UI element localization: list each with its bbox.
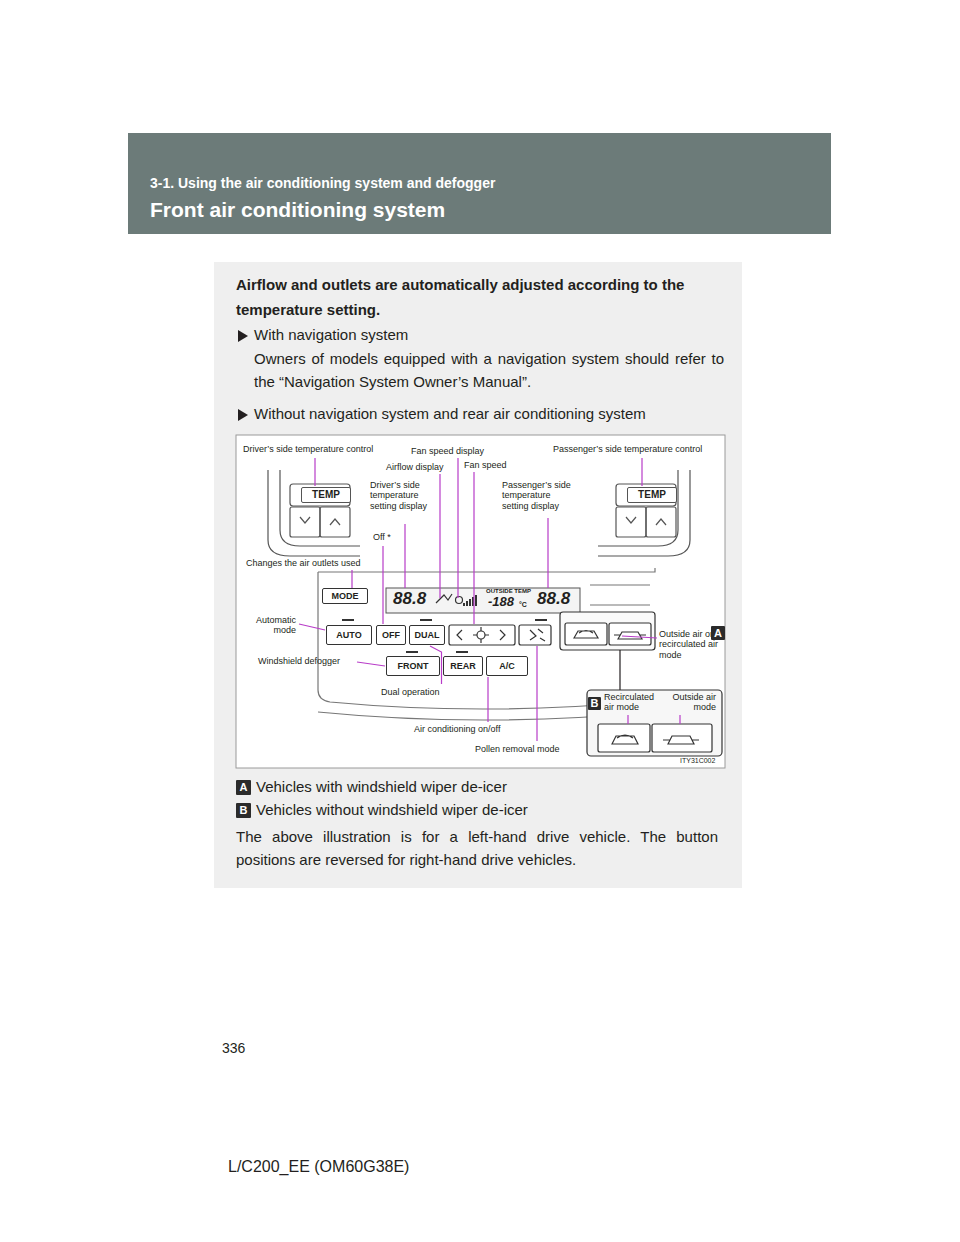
button-text: A <box>714 628 722 639</box>
temp-button-label: TEMP <box>301 487 351 503</box>
button-text: A <box>240 782 248 793</box>
display-digits: 88.8 <box>537 590 570 609</box>
control-button: DUAL <box>409 625 445 645</box>
display-icons <box>436 594 476 606</box>
section-heading: 3-1. Using the air conditioning system a… <box>150 175 495 192</box>
indicator-leds <box>342 618 687 719</box>
fan-speed-buttons <box>449 625 515 645</box>
variant-note: Vehicles without windshield wiper de-ice… <box>256 801 528 819</box>
button-text: B <box>591 698 599 709</box>
button-text: DUAL <box>415 631 440 640</box>
content-panel <box>214 262 742 888</box>
page-number: 336 <box>222 1040 245 1057</box>
callout-label: Passenger’s side temperature control <box>553 444 702 454</box>
callout-label: Fan speed display <box>411 446 484 456</box>
callout-label: Pollen removal mode <box>475 744 560 754</box>
temp-control-left <box>268 470 360 556</box>
pollen-button <box>519 625 551 645</box>
body-text: Owners of models equipped with a navigat… <box>254 347 724 394</box>
callout-label: Automatic mode <box>248 615 296 636</box>
control-button: MODE <box>322 588 368 604</box>
callout-label: Driver’s side temperature setting displa… <box>370 480 432 511</box>
button-text: REAR <box>450 662 476 671</box>
control-button: OFF <box>376 625 406 645</box>
inset-pointer <box>619 650 620 690</box>
manual-code: L/C200_EE (OM60G38E) <box>228 1157 409 1176</box>
button-text: MODE <box>332 592 359 601</box>
callout-label: Outside air mode <box>658 692 716 713</box>
callout-label: Changes the air outlets used <box>246 558 361 568</box>
air-mode-buttons-a <box>560 612 655 650</box>
temp-control-right <box>598 470 690 556</box>
intro-text: Airflow and outlets are automatically ad… <box>236 273 728 323</box>
control-button: A/C <box>486 656 528 676</box>
control-button: AUTO <box>326 625 372 645</box>
callout-label: Dual operation <box>381 687 440 697</box>
display-digits: -188 <box>488 595 514 609</box>
display-caption: OUTSIDE TEMP <box>486 588 531 594</box>
callout-label: Recirculated air mode <box>604 692 660 713</box>
display-window <box>386 588 580 613</box>
bullet-triangle <box>238 409 248 421</box>
variant-note: Vehicles with windshield wiper de-icer <box>256 778 507 796</box>
button-text: FRONT <box>398 662 429 671</box>
display-digits: 88.8 <box>393 590 426 609</box>
variant-badge: A <box>711 626 725 640</box>
button-text: OFF <box>382 631 400 640</box>
callout-label: Fan speed <box>464 460 507 470</box>
figure-frame <box>236 435 725 768</box>
bullet-text: Without navigation system and rear air c… <box>254 405 646 423</box>
button-text: TEMP <box>638 490 666 500</box>
body-text: The above illustration is for a left-han… <box>236 825 718 872</box>
page-title: Front air conditioning system <box>150 198 445 222</box>
variant-badge: B <box>236 803 251 818</box>
bullet-text: With navigation system <box>254 326 408 344</box>
button-text: B <box>240 805 248 816</box>
figure-code: ITY31C002 <box>680 757 715 765</box>
bullet-triangle <box>238 330 248 342</box>
control-button: FRONT <box>386 656 440 676</box>
control-button: REAR <box>443 656 483 676</box>
button-text: TEMP <box>312 490 340 500</box>
callout-label: Airflow display <box>386 462 444 472</box>
callout-label: Driver’s side temperature control <box>243 444 373 454</box>
variant-badge: B <box>588 697 601 710</box>
callout-label: Windshield defogger <box>258 656 340 666</box>
button-text: A/C <box>499 662 515 671</box>
variant-badge: A <box>236 780 251 795</box>
callout-label: Passenger’s side temperature setting dis… <box>502 480 574 511</box>
callout-label: Off * <box>373 532 391 542</box>
leader-lines <box>299 458 680 741</box>
header-band <box>128 133 831 234</box>
button-text: AUTO <box>336 631 361 640</box>
callout-label: Air conditioning on/off <box>414 724 500 734</box>
air-mode-buttons-b <box>587 690 722 756</box>
temp-button-label: TEMP <box>627 487 677 503</box>
display-unit: °C <box>519 601 527 608</box>
